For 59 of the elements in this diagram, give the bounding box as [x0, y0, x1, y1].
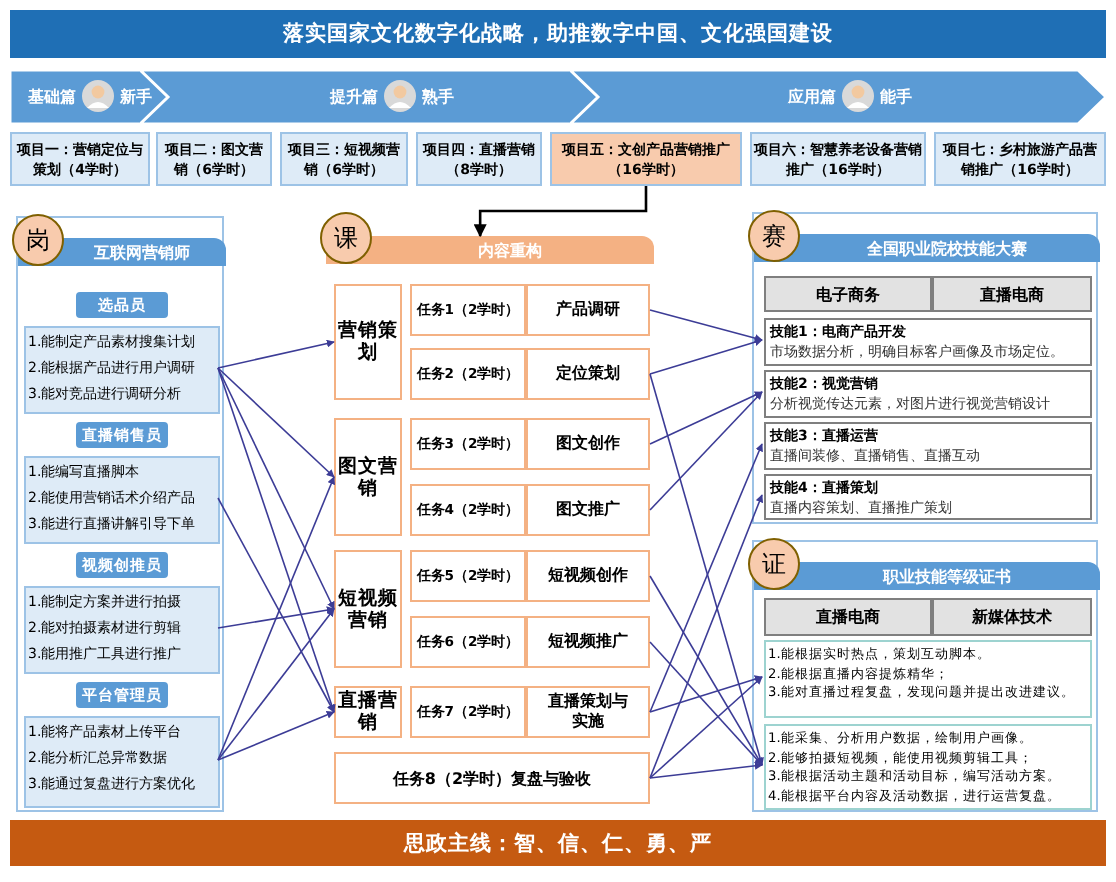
- section-panel: [752, 540, 1098, 812]
- module-box: 短视频营销: [334, 550, 402, 668]
- task-name-cell: 短视频创作: [526, 550, 650, 602]
- arrow: [217, 608, 335, 761]
- task-name-cell: 定位策划: [526, 348, 650, 400]
- arrow: [649, 676, 763, 779]
- task-name-cell: 短视频推广: [526, 616, 650, 668]
- arrow: [649, 575, 763, 766]
- section-badge: 岗: [12, 214, 64, 266]
- module-box: 直播营销: [334, 686, 402, 738]
- arrow: [217, 606, 335, 629]
- arrow: [217, 367, 335, 610]
- column-header: 直播电商: [932, 276, 1092, 312]
- level-label: 熟手: [422, 86, 454, 108]
- skill-box: [764, 370, 1092, 418]
- module-box: 图文营销: [334, 418, 402, 536]
- arrow: [649, 641, 763, 766]
- section-panel: [16, 216, 224, 812]
- arrow: [649, 391, 763, 445]
- arrow: [649, 675, 763, 713]
- column-header: 电子商务: [764, 276, 932, 312]
- arrow: [649, 761, 763, 779]
- task-name-cell: 图文推广: [526, 484, 650, 536]
- section-panel: [752, 212, 1098, 524]
- arrow: [473, 186, 648, 238]
- section-badge: 课: [320, 212, 372, 264]
- caption-banner: 思政主线：智、信、仁、勇、严: [10, 820, 1106, 866]
- column-header: 直播电商: [764, 598, 932, 636]
- arrow: [649, 391, 763, 511]
- task-name-cell: 图文创作: [526, 418, 650, 470]
- arrow: [217, 497, 335, 713]
- column-header: 新媒体技术: [932, 598, 1092, 636]
- task-name-cell: 直播策划与实施: [526, 686, 650, 738]
- title-banner: 落实国家文化数字化战略，助推数字中国、文化强国建设: [10, 10, 1106, 58]
- arrow: [217, 476, 335, 761]
- level-label: 新手: [120, 86, 152, 108]
- section-badge: 赛: [748, 210, 800, 262]
- arrow: [649, 494, 764, 779]
- arrow: [649, 338, 763, 375]
- skill-box: [764, 422, 1092, 470]
- stage-label: 基础篇: [28, 86, 76, 108]
- section-badge: 证: [748, 538, 800, 590]
- task-box: 任务8（2学时）复盘与验收: [334, 752, 650, 804]
- module-box: 营销策划: [334, 284, 402, 400]
- arrow: [649, 309, 763, 342]
- level-label: 能手: [880, 86, 912, 108]
- arrow: [649, 443, 763, 713]
- skill-box: [764, 318, 1092, 366]
- arrow: [649, 373, 764, 766]
- list-box: [764, 640, 1092, 718]
- list-box: [764, 724, 1092, 810]
- arrow: [217, 339, 335, 369]
- skill-box: [764, 474, 1092, 520]
- stage-label: 应用篇: [788, 86, 836, 108]
- arrow: [217, 367, 335, 478]
- arrow: [217, 711, 335, 761]
- stage-label: 提升篇: [330, 86, 378, 108]
- task-name-cell: 产品调研: [526, 284, 650, 336]
- arrow: [217, 367, 336, 713]
